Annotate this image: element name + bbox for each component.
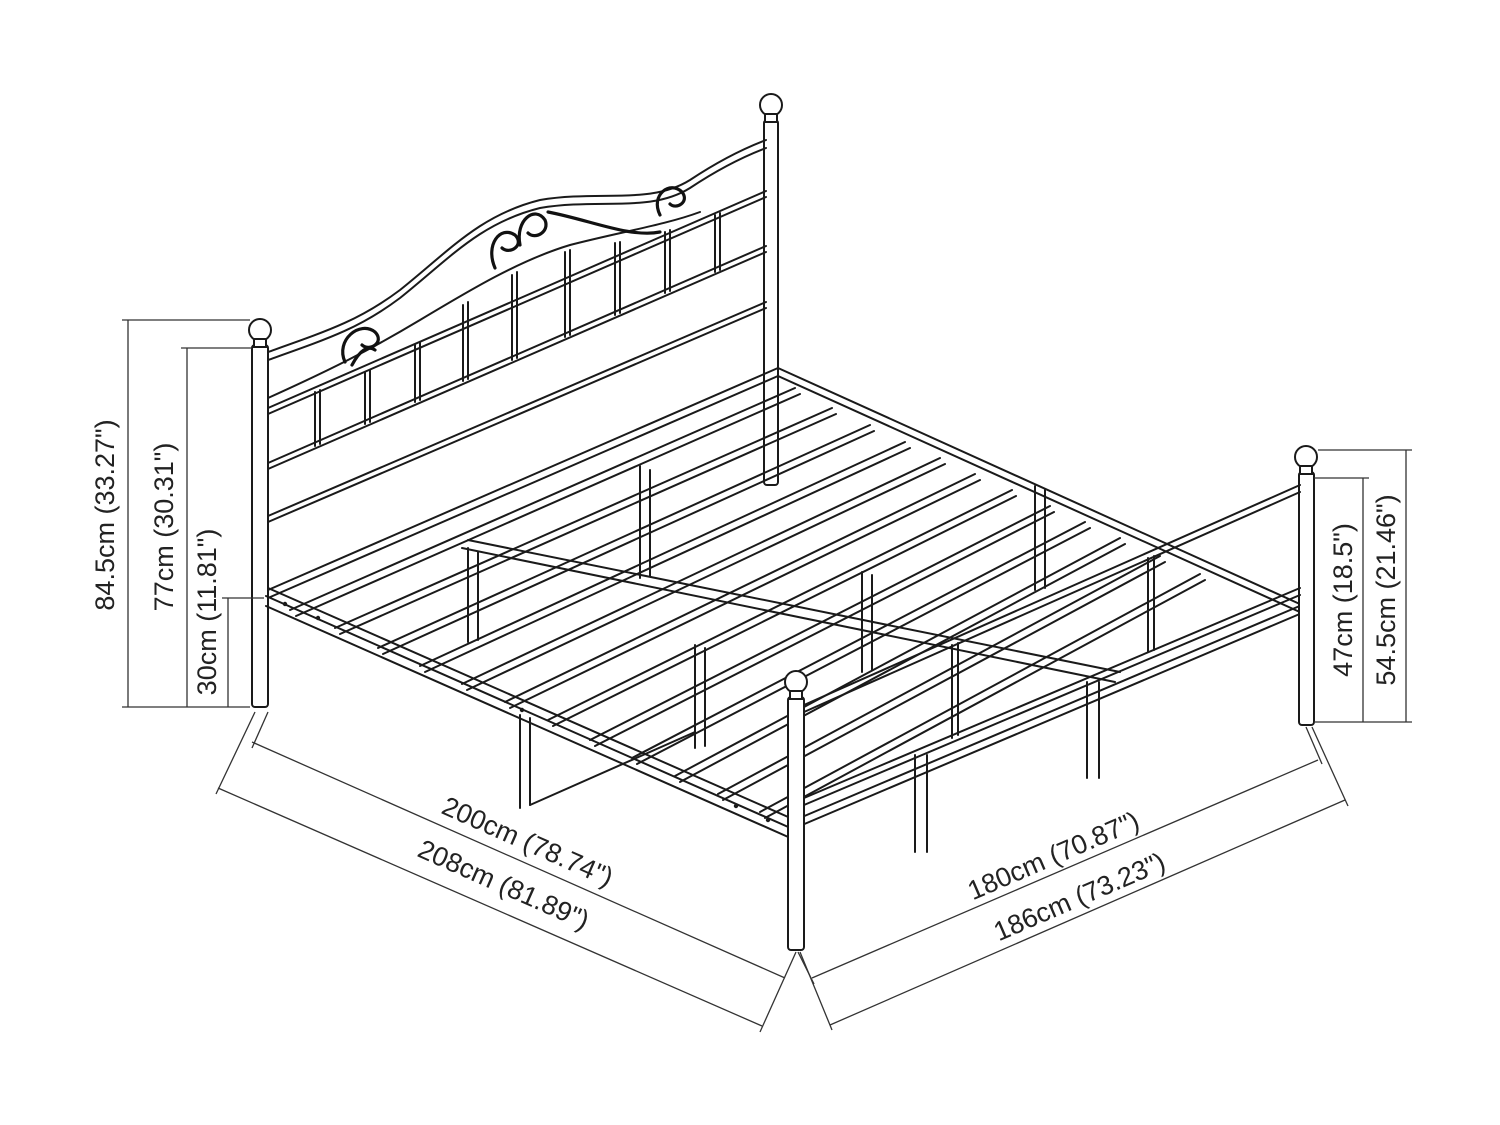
- label-headboard-frame-height: 77cm (30.31"): [149, 443, 179, 612]
- head-left-post: [251, 344, 269, 708]
- foot-right-post: [1298, 471, 1315, 726]
- headboard-rail: [267, 251, 767, 470]
- headboard-rail: [267, 301, 767, 517]
- left-side-rail: [265, 595, 796, 831]
- head-cross-rail: [267, 367, 779, 591]
- footboard-rail: [803, 491, 1301, 713]
- foot-left-knob: [784, 670, 808, 694]
- footboard: [784, 445, 1318, 951]
- support-legs: [467, 465, 1100, 853]
- foot-right-collar: [1299, 465, 1313, 475]
- label-footboard-total-height: 54.5cm (21.46"): [1371, 494, 1401, 685]
- headboard-scrollwork: [341, 186, 686, 367]
- headboard-inner-arch: [267, 211, 701, 399]
- head-cross-rail: [267, 375, 779, 599]
- rail-holes: [282, 601, 771, 823]
- footboard-rail: [803, 587, 1301, 799]
- headboard-top-curve: [267, 139, 767, 353]
- footboard-rail: [803, 594, 1301, 806]
- head-right-collar: [764, 113, 778, 123]
- right-side-rail: [777, 367, 1303, 606]
- right-side-rail: [777, 375, 1303, 614]
- head-left-knob: [248, 318, 272, 342]
- headboard-top-curve: [267, 147, 767, 361]
- label-footboard-frame-height: 47cm (18.5"): [1328, 523, 1358, 677]
- label-under-bed-clearance: 30cm (11.81"): [192, 529, 222, 696]
- dimension-lines: [122, 319, 1412, 1033]
- label-headboard-total-height: 84.5cm (33.27"): [90, 419, 120, 610]
- head-left-collar: [253, 338, 267, 348]
- foot-left-post: [787, 696, 805, 951]
- bed-frame: [265, 367, 1303, 853]
- foot-cross-rail: [794, 604, 1303, 821]
- headboard: [248, 93, 783, 708]
- footboard-rail: [803, 484, 1301, 706]
- headboard-rail: [267, 307, 767, 523]
- foot-right-knob: [1294, 445, 1318, 469]
- foot-cross-rail: [794, 612, 1303, 829]
- foot-left-collar: [789, 690, 803, 700]
- headboard-spindles: [314, 212, 721, 447]
- head-right-knob: [759, 93, 783, 117]
- center-beam: [461, 547, 1116, 683]
